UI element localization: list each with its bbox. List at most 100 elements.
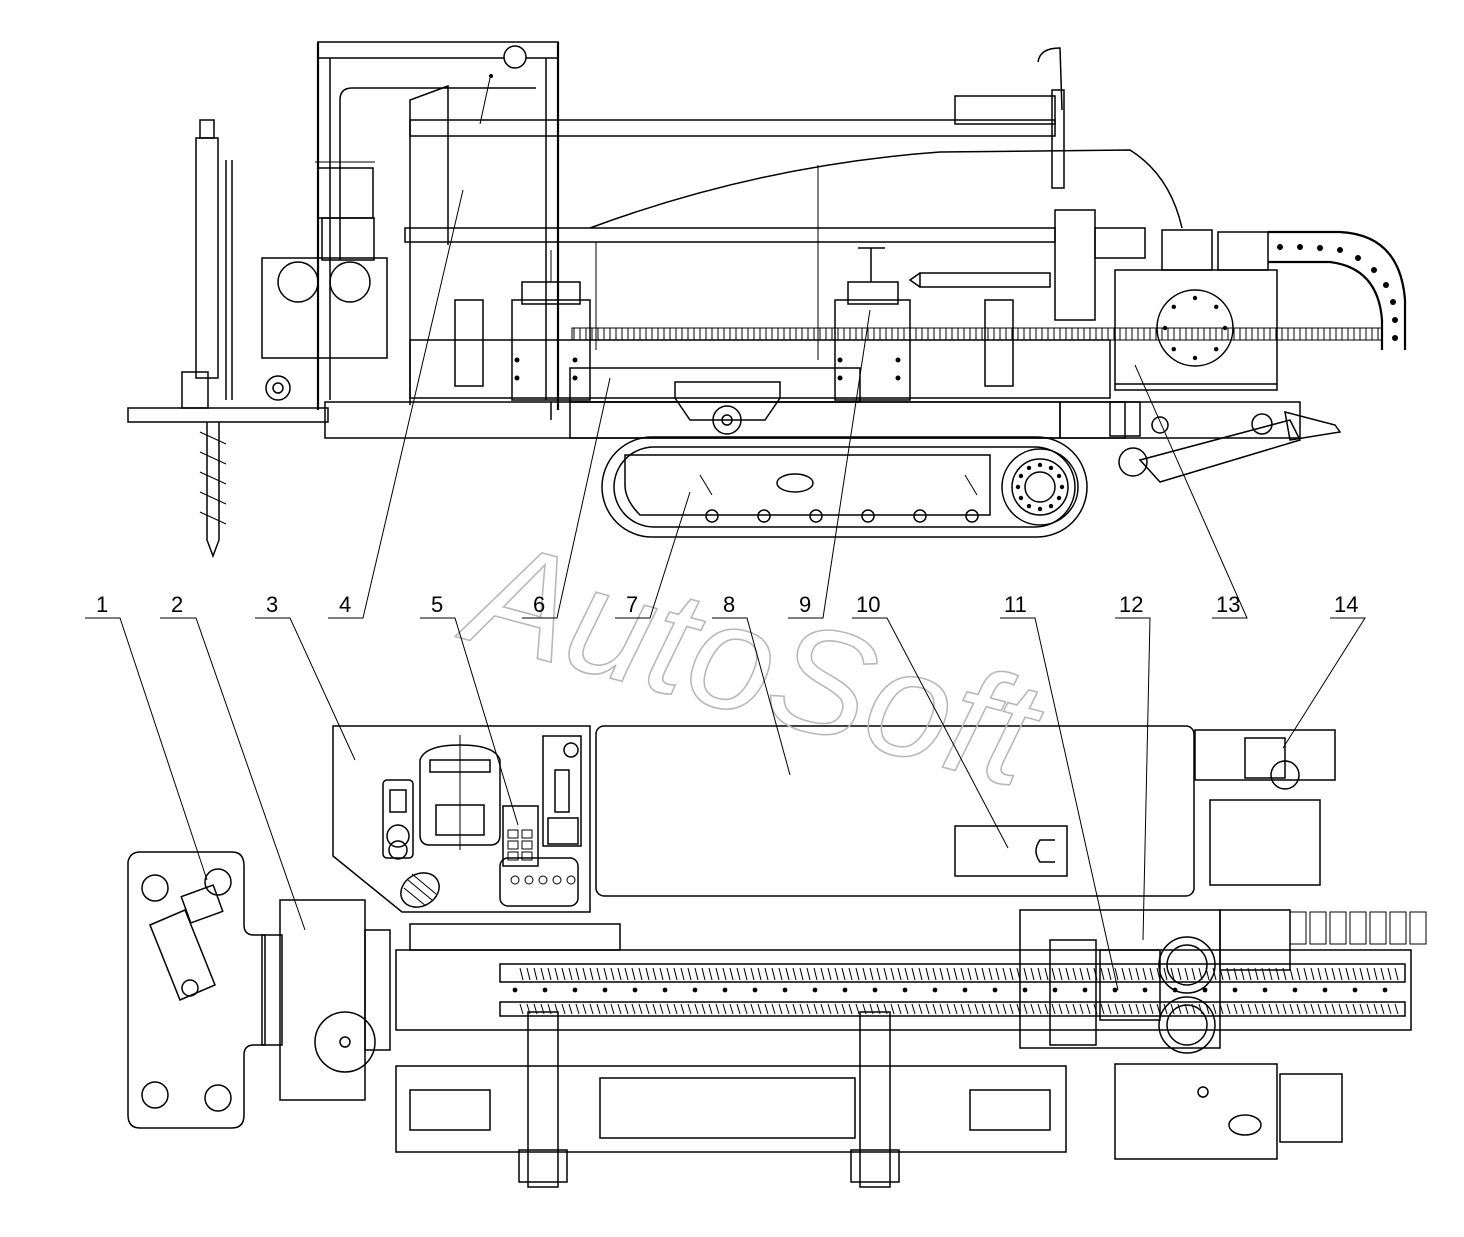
- rack-tooth: [1051, 967, 1056, 981]
- callout-11: 11: [1004, 592, 1027, 617]
- rack-tooth: [764, 967, 769, 981]
- rack-tooth: [834, 967, 839, 981]
- rack-tooth: [1177, 1003, 1182, 1015]
- rack-tooth: [1394, 967, 1399, 981]
- rack-tooth: [1296, 1003, 1301, 1015]
- bolt: [1018, 473, 1024, 479]
- bolt: [1056, 495, 1062, 501]
- rack-tooth: [1142, 967, 1147, 981]
- rack-tooth: [1366, 1003, 1371, 1015]
- bolt: [1202, 987, 1208, 993]
- rack-tooth: [1331, 1003, 1336, 1015]
- vise-1: [454, 250, 591, 420]
- rack-tooth: [1114, 1003, 1119, 1015]
- rack-tooth: [1065, 1003, 1070, 1015]
- rack-tooth: [967, 1003, 972, 1015]
- rack-tooth: [1310, 1003, 1315, 1015]
- rack-tooth: [967, 967, 972, 981]
- rack-tooth: [617, 1003, 622, 1015]
- bolt: [1214, 304, 1219, 309]
- gearbox: [1114, 1063, 1343, 1160]
- bolt: [1222, 325, 1228, 331]
- bolt: [1112, 987, 1118, 993]
- chain-link: [1355, 255, 1361, 261]
- rack-tooth: [715, 1003, 720, 1015]
- rack-tooth: [1282, 1003, 1287, 1015]
- panel-key: [507, 829, 519, 839]
- bolt: [1037, 462, 1043, 468]
- rack-tooth: [1002, 1003, 1007, 1015]
- panel-key: [521, 851, 533, 861]
- rack-tooth: [841, 967, 846, 981]
- panel-knob: [510, 875, 520, 885]
- bolt: [602, 987, 608, 993]
- chain-link: [1392, 335, 1398, 341]
- panel-knob: [524, 875, 534, 885]
- rack-tooth: [1380, 967, 1385, 981]
- rack-tooth: [666, 967, 671, 981]
- callout-8: 8: [723, 592, 735, 617]
- bolt: [1022, 987, 1028, 993]
- rotary-head: [1054, 209, 1278, 391]
- rack-tooth: [771, 1003, 776, 1015]
- rack-tooth: [638, 1003, 643, 1015]
- rack-tooth: [1303, 1003, 1308, 1015]
- rack-tooth: [1317, 967, 1322, 981]
- chain-link: [1337, 247, 1343, 253]
- rack-tooth: [561, 967, 566, 981]
- chain-link: [1389, 911, 1407, 945]
- rack-tooth: [848, 967, 853, 981]
- rack-tooth: [519, 1003, 524, 1015]
- rack-tooth: [603, 1003, 608, 1015]
- rack-tooth: [883, 967, 888, 981]
- rack-tooth: [897, 1003, 902, 1015]
- rack-tooth: [715, 967, 720, 981]
- rack-tooth: [778, 967, 783, 981]
- rack-tooth: [1044, 967, 1049, 981]
- rack-tooth: [561, 1003, 566, 1015]
- rack-tooth: [736, 967, 741, 981]
- rack-tooth: [1072, 967, 1077, 981]
- vise-2: [834, 247, 1014, 401]
- rack-tooth: [925, 1003, 930, 1015]
- rack-tooth: [1324, 1003, 1329, 1015]
- rack-tooth: [981, 967, 986, 981]
- winch-top: [261, 899, 391, 1101]
- rack-tooth: [694, 967, 699, 981]
- rack-tooth: [1177, 967, 1182, 981]
- rack-tooth: [659, 1003, 664, 1015]
- rack-tooth: [1352, 967, 1357, 981]
- rack-tooth: [722, 1003, 727, 1015]
- rack-tooth: [1170, 1003, 1175, 1015]
- engine-hood: [404, 47, 1183, 405]
- rack-tooth: [1030, 1003, 1035, 1015]
- rack-tooth: [610, 1003, 615, 1015]
- rack-tooth: [582, 967, 587, 981]
- chain-link: [1409, 911, 1427, 945]
- bolt: [1142, 987, 1148, 993]
- crawler-track: [601, 381, 1088, 538]
- rack-tooth: [988, 1003, 993, 1015]
- engine-top: [1194, 729, 1336, 886]
- bolt: [1292, 987, 1298, 993]
- track-roller: [965, 509, 979, 523]
- chain-link: [1297, 244, 1303, 250]
- bolt: [1015, 484, 1021, 490]
- rack-tooth: [1079, 1003, 1084, 1015]
- bolt: [1192, 355, 1198, 361]
- rack-tooth: [1044, 1003, 1049, 1015]
- bolt: [752, 987, 758, 993]
- callout-14: 14: [1334, 592, 1358, 617]
- rack-tooth: [981, 1003, 986, 1015]
- panel-key: [521, 840, 533, 850]
- rack-tooth: [827, 967, 832, 981]
- rack-tooth: [547, 967, 552, 981]
- track-roller: [809, 509, 823, 523]
- bolt: [1048, 465, 1054, 471]
- drill-rack: [395, 923, 1412, 1153]
- vise-top-1: [518, 1011, 568, 1188]
- hose-chain: [1268, 230, 1407, 350]
- track-roller: [705, 509, 719, 523]
- rack-tooth: [526, 967, 531, 981]
